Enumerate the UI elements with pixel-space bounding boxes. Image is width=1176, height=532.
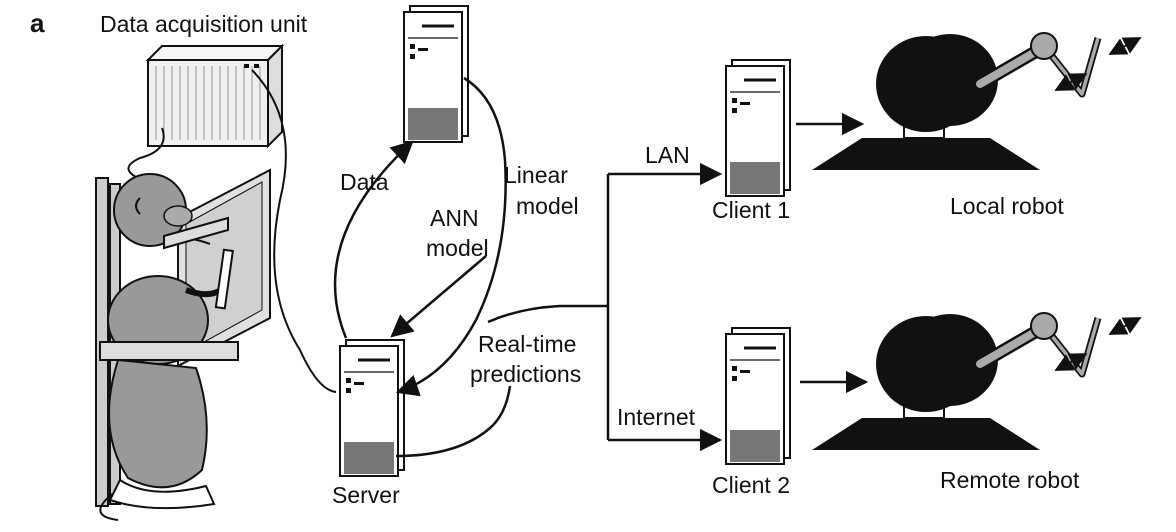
client1-label: Client 1	[712, 197, 790, 223]
ann-model-arrow	[390, 255, 487, 338]
client2-label: Client 2	[712, 472, 790, 498]
ann-label-2: model	[426, 235, 489, 261]
head-cable	[127, 127, 165, 179]
prediction-curve-upper	[487, 304, 608, 324]
linear-label-2: model	[516, 193, 579, 219]
prediction-curve-lower	[395, 385, 512, 458]
remote-robot-icon	[812, 309, 1140, 450]
linear-model-arrow	[395, 76, 507, 397]
monkey-figure	[95, 168, 271, 521]
server-label: Server	[332, 482, 400, 508]
daq-server-cable	[251, 69, 337, 393]
realtime-label-2: predictions	[470, 361, 581, 387]
remote-robot-label: Remote robot	[940, 467, 1080, 493]
lan-label: LAN	[645, 142, 690, 168]
server-computer-icon	[338, 338, 406, 478]
local-robot-icon	[812, 29, 1140, 170]
daq-rack-icon	[145, 43, 285, 149]
model-computer-icon	[402, 4, 470, 144]
client2-computer-icon	[724, 326, 792, 466]
realtime-label-1: Real-time	[478, 331, 576, 357]
linear-label-1: Linear	[504, 162, 568, 188]
client1-computer-icon	[724, 58, 792, 198]
ann-label-1: ANN	[430, 205, 479, 231]
local-robot-label: Local robot	[950, 193, 1064, 219]
panel-letter: a	[30, 8, 45, 38]
data-arrow	[333, 140, 414, 339]
data-label: Data	[340, 169, 389, 195]
internet-label: Internet	[617, 404, 696, 430]
daq-label: Data acquisition unit	[100, 11, 308, 37]
